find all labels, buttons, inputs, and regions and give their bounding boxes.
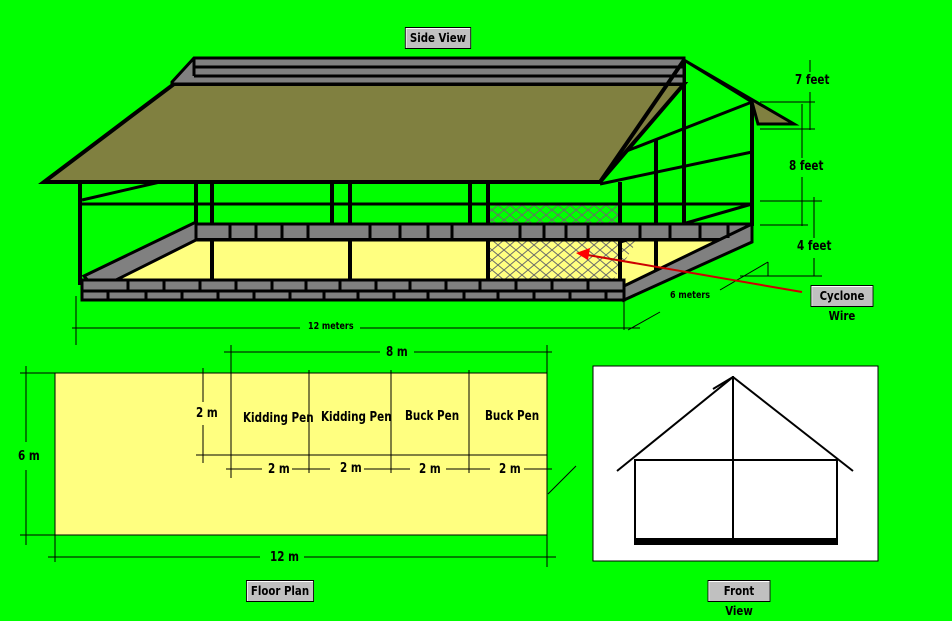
side-width-dimension: 6 meters bbox=[670, 290, 711, 301]
pen-width-dimension: 2 m bbox=[340, 461, 362, 476]
pen-width-dimension: 2 m bbox=[499, 462, 521, 477]
pen-name: Buck Pen bbox=[485, 409, 540, 424]
pen-width-dimension: 2 m bbox=[268, 462, 290, 477]
pen-section-length-dimension: 8 m bbox=[386, 345, 408, 360]
base-wall-height-dimension: 4 feet bbox=[797, 239, 832, 254]
roof-ridge bbox=[170, 56, 686, 86]
pen-depth-dimension: 2 m bbox=[196, 406, 218, 421]
side-length-dimension: 12 meters bbox=[308, 321, 354, 332]
floor-plan-label: Floor Plan bbox=[246, 580, 314, 602]
gable-roof bbox=[683, 58, 800, 126]
front-view-drawing bbox=[592, 365, 879, 562]
cyclone-wire-label: Cyclone Wire bbox=[810, 285, 874, 323]
pen-width-dimension: 2 m bbox=[419, 462, 441, 477]
pen-name: Kidding Pen bbox=[243, 411, 314, 426]
side-view-drawing bbox=[38, 56, 822, 345]
front-view-label: Front View bbox=[707, 580, 771, 618]
total-length-dimension: 12 m bbox=[270, 550, 299, 565]
side-view-label: Side View bbox=[404, 27, 472, 49]
floor-plan-drawing bbox=[20, 345, 577, 567]
wall-height-dimension: 8 feet bbox=[789, 159, 824, 174]
block-joints bbox=[106, 224, 730, 300]
total-width-dimension: 6 m bbox=[18, 449, 40, 464]
pen-name: Buck Pen bbox=[405, 409, 460, 424]
pen-name: Kidding Pen bbox=[321, 410, 392, 425]
cyclone-wire-arrow bbox=[581, 253, 803, 293]
roof-height-dimension: 7 feet bbox=[795, 73, 830, 88]
roof-slope bbox=[38, 82, 689, 184]
